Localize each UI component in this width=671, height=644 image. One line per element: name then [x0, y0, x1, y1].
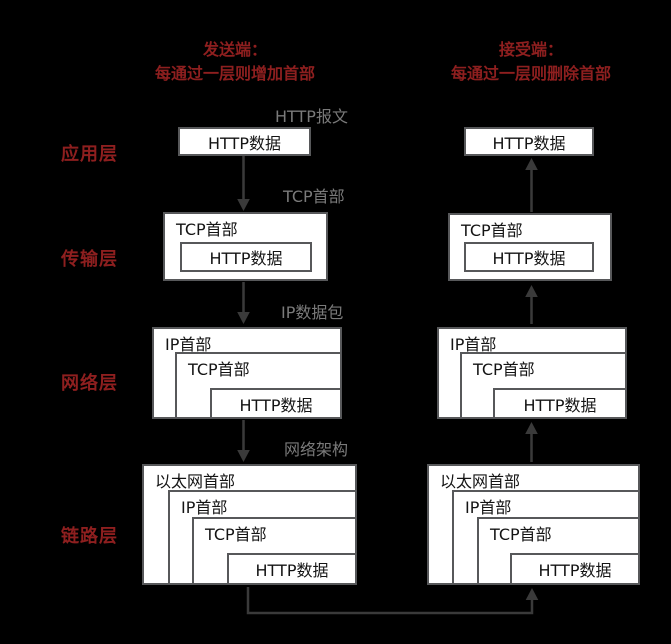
bottom-connector [246, 587, 539, 615]
send-link-tcp-label: TCP首部 [205, 525, 267, 544]
sender-header: 发送端： 每通过一层则增加首部 [135, 38, 335, 86]
send-transport-http-box: HTTP数据 [180, 242, 312, 272]
send-link-http-box: HTTP数据 [227, 553, 357, 585]
send-network-http-box: HTTP数据 [210, 388, 342, 419]
send-transport-tcp-label: TCP首部 [176, 220, 238, 239]
receiver-header: 接受端： 每通过一层则删除首部 [431, 38, 631, 86]
recv-app-http-box: HTTP数据 [464, 127, 594, 156]
sender-header-line1: 发送端： [202, 40, 267, 59]
recv-link-ip-label: IP首部 [465, 498, 512, 517]
recv-network-ip-label: IP首部 [450, 335, 497, 354]
receiver-header-line2: 每通过一层则删除首部 [450, 64, 611, 83]
sender-header-line2: 每通过一层则增加首部 [154, 64, 315, 83]
send-network-tcp-label: TCP首部 [188, 360, 250, 379]
annotation-network-frame: 网络架构 [284, 440, 349, 459]
send-network-ip-label: IP首部 [165, 335, 212, 354]
recv-transport-http-box: HTTP数据 [464, 242, 594, 272]
annotation-tcp-header: TCP首部 [283, 187, 345, 206]
layer-label-transport: 传输层 [61, 249, 118, 270]
annotation-http-message: HTTP报文 [275, 107, 348, 126]
recv-network-tcp-label: TCP首部 [473, 360, 535, 379]
send-app-http-box: HTTP数据 [178, 127, 311, 156]
receiver-header-line1: 接受端： [498, 40, 563, 59]
recv-network-http-box: HTTP数据 [493, 388, 627, 419]
recv-link-ethernet-label: 以太网首部 [440, 472, 521, 491]
layer-label-network: 网络层 [61, 373, 118, 394]
send-link-ip-label: IP首部 [181, 498, 228, 517]
layer-label-link: 链路层 [61, 526, 118, 547]
recv-link-tcp-label: TCP首部 [490, 525, 552, 544]
layer-label-application: 应用层 [61, 144, 118, 165]
send-link-ethernet-label: 以太网首部 [155, 472, 236, 491]
receiver-up-arrowheads [525, 158, 538, 434]
recv-transport-tcp-label: TCP首部 [461, 221, 523, 240]
annotation-ip-packet: IP数据包 [281, 303, 344, 322]
recv-link-http-box: HTTP数据 [510, 553, 640, 585]
sender-down-arrowheads [237, 199, 250, 462]
